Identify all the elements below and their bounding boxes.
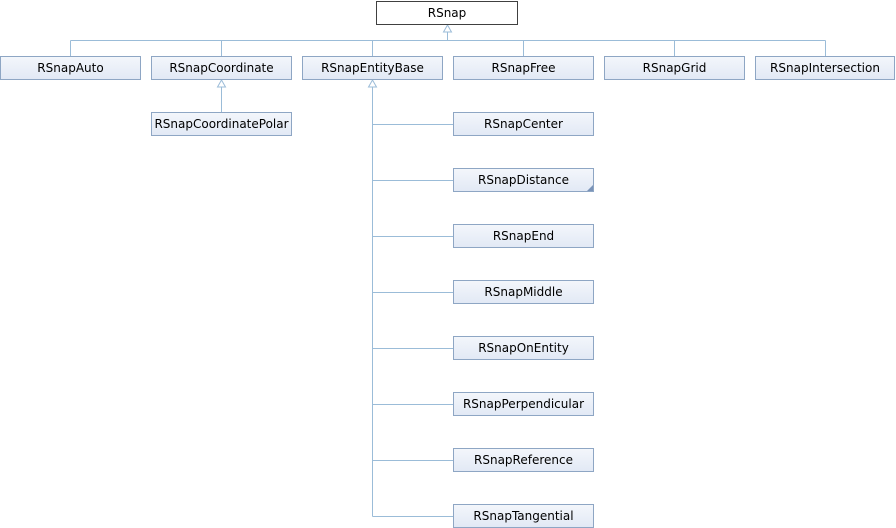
- node-label: RSnapPerpendicular: [462, 397, 585, 411]
- node-rsnap-center[interactable]: RSnapCenter: [453, 112, 594, 136]
- node-label: RSnapFree: [491, 61, 556, 75]
- node-rsnap-coordinate[interactable]: RSnapCoordinate: [151, 56, 292, 80]
- node-label: RSnap: [427, 6, 467, 20]
- node-label: RSnapCoordinate: [169, 61, 274, 75]
- inheritance-arrowhead: [367, 78, 378, 88]
- node-label: RSnapReference: [474, 453, 573, 467]
- node-rsnap-perpendicular[interactable]: RSnapPerpendicular: [453, 392, 594, 416]
- node-rsnap-grid[interactable]: RSnapGrid: [604, 56, 745, 80]
- node-rsnap-intersection[interactable]: RSnapIntersection: [755, 56, 895, 80]
- node-label: RSnapEnd: [492, 229, 555, 243]
- node-label: RSnapCenter: [484, 117, 563, 131]
- inheritance-arrowhead: [216, 78, 227, 88]
- node-rsnap-middle[interactable]: RSnapMiddle: [453, 280, 594, 304]
- node-label: RSnapEntityBase: [321, 61, 424, 75]
- node-label: RSnapDistance: [477, 173, 569, 187]
- more-children-marker-icon: [587, 185, 593, 191]
- node-label: RSnapCoordinatePolar: [154, 117, 289, 131]
- node-rsnap-on-entity[interactable]: RSnapOnEntity: [453, 336, 594, 360]
- node-rsnap-free[interactable]: RSnapFree: [453, 56, 594, 80]
- node-label: RSnapGrid: [642, 61, 707, 75]
- node-label: RSnapIntersection: [770, 61, 880, 75]
- node-label: RSnapOnEntity: [478, 341, 569, 355]
- node-rsnap-auto[interactable]: RSnapAuto: [0, 56, 141, 80]
- node-label: RSnapAuto: [37, 61, 104, 75]
- node-label: RSnapTangential: [473, 509, 574, 523]
- node-rsnap-distance[interactable]: RSnapDistance: [453, 168, 594, 192]
- node-rsnap-coordinate-polar[interactable]: RSnapCoordinatePolar: [151, 112, 292, 136]
- node-rsnap-end[interactable]: RSnapEnd: [453, 224, 594, 248]
- node-rsnap-tangential[interactable]: RSnapTangential: [453, 504, 594, 528]
- inheritance-arrowhead: [442, 23, 453, 33]
- node-rsnap-reference[interactable]: RSnapReference: [453, 448, 594, 472]
- node-rsnap[interactable]: RSnap: [376, 1, 518, 25]
- node-rsnap-entity-base[interactable]: RSnapEntityBase: [302, 56, 443, 80]
- node-label: RSnapMiddle: [484, 285, 563, 299]
